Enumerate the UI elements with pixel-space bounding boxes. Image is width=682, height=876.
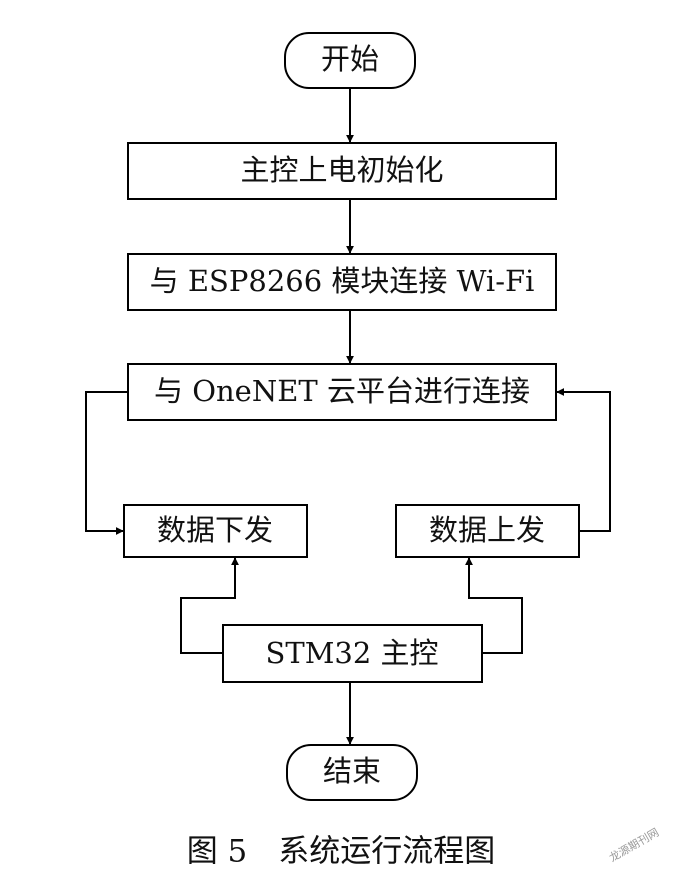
arrow-stm32-to-uplink	[465, 557, 523, 654]
stm32-node: STM32 主控	[222, 624, 483, 683]
onenet-label: 与 OneNET 云平台进行连接	[154, 374, 530, 408]
arrow-onenet-to-downlink	[85, 391, 128, 535]
stm32-label: STM32 主控	[265, 636, 438, 670]
end-node: 结束	[286, 744, 418, 801]
arrow-uplink-to-onenet	[556, 388, 611, 532]
uplink-label: 数据上发	[429, 513, 545, 547]
init-node: 主控上电初始化	[127, 142, 557, 200]
wifi-node: 与 ESP8266 模块连接 Wi-Fi	[127, 253, 557, 311]
downlink-label: 数据下发	[157, 513, 273, 547]
downlink-node: 数据下发	[123, 504, 308, 558]
init-label: 主控上电初始化	[240, 153, 443, 187]
figure-caption: 图 5 系统运行流程图	[187, 834, 496, 870]
wifi-label: 与 ESP8266 模块连接 Wi-Fi	[150, 264, 535, 298]
start-node: 开始	[284, 32, 416, 89]
end-label: 结束	[323, 754, 381, 788]
watermark: 龙源期刊网	[607, 825, 662, 865]
start-label: 开始	[321, 42, 379, 76]
onenet-node: 与 OneNET 云平台进行连接	[127, 363, 557, 421]
arrow-stm32-to-downlink	[180, 557, 239, 654]
uplink-node: 数据上发	[395, 504, 580, 558]
